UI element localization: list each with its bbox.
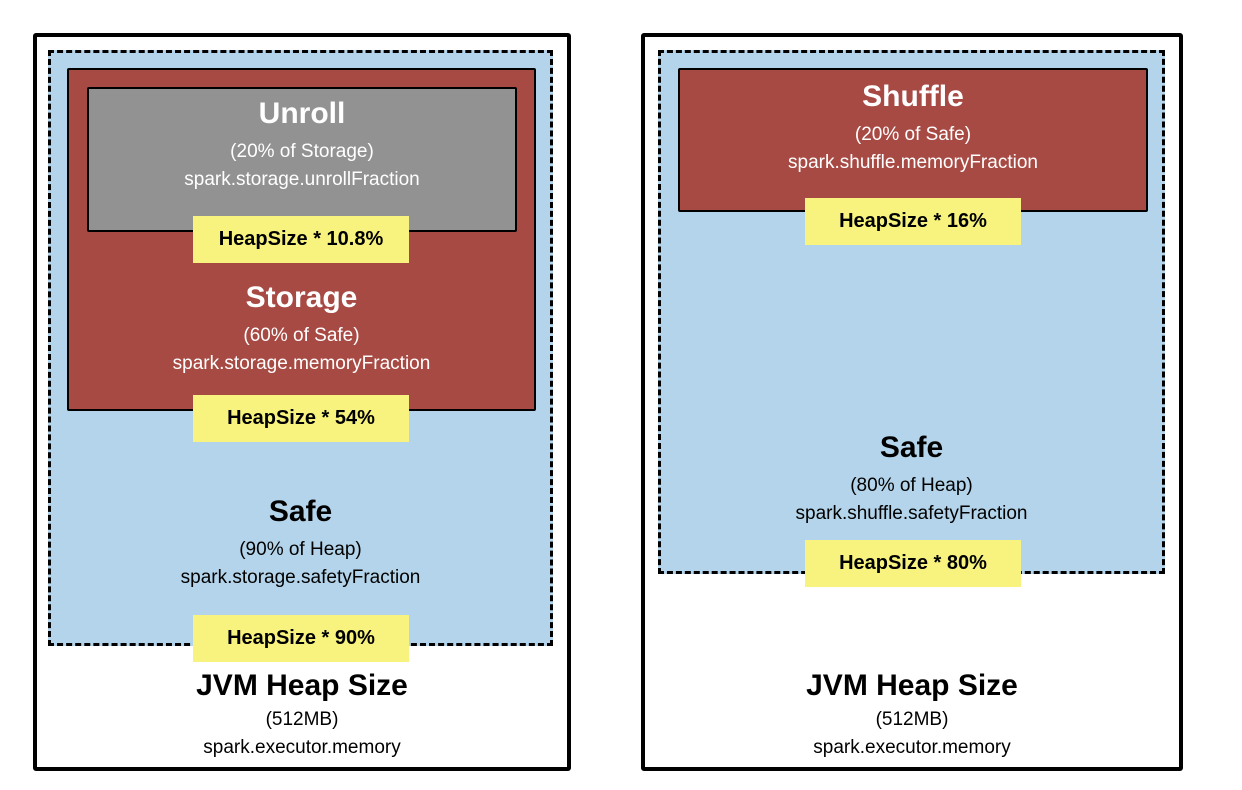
right-heap-text: JVM Heap Size (512MB) spark.executor.mem… bbox=[641, 668, 1183, 762]
safe-subtitle: (90% of Heap) bbox=[239, 539, 362, 560]
left-unroll-size-label: HeapSize * 10.8% bbox=[193, 216, 409, 263]
shuffle-property: spark.shuffle.memoryFraction bbox=[788, 152, 1038, 173]
storage-subtitle: (60% of Safe) bbox=[243, 325, 360, 346]
storage-title: Storage bbox=[245, 281, 358, 314]
safe-title: Safe bbox=[268, 495, 333, 528]
unroll-subtitle: (20% of Storage) bbox=[230, 141, 374, 162]
jvm-heap-title: JVM Heap Size bbox=[196, 669, 408, 702]
right-shuffle-size-label: HeapSize * 16% bbox=[805, 198, 1021, 245]
right-safe-size-label: HeapSize * 80% bbox=[805, 540, 1021, 587]
safe-property: spark.shuffle.safetyFraction bbox=[795, 503, 1028, 524]
unroll-title: Unroll bbox=[258, 97, 346, 130]
safe-title: Safe bbox=[879, 431, 944, 464]
jvm-heap-subtitle: (512MB) bbox=[875, 709, 949, 730]
right-shuffle-box bbox=[678, 68, 1148, 212]
right-safe-text: Safe (80% of Heap) spark.shuffle.safetyF… bbox=[658, 430, 1165, 528]
jvm-heap-property: spark.executor.memory bbox=[813, 737, 1011, 758]
safe-subtitle: (80% of Heap) bbox=[850, 475, 973, 496]
right-shuffle-text: Shuffle (20% of Safe) spark.shuffle.memo… bbox=[678, 79, 1148, 177]
jvm-heap-title: JVM Heap Size bbox=[806, 669, 1018, 702]
safe-property: spark.storage.safetyFraction bbox=[180, 567, 421, 588]
left-safe-text: Safe (90% of Heap) spark.storage.safetyF… bbox=[48, 494, 553, 592]
left-unroll-text: Unroll (20% of Storage) spark.storage.un… bbox=[87, 96, 517, 194]
left-safe-size-label: HeapSize * 90% bbox=[193, 615, 409, 662]
left-unroll-box bbox=[87, 87, 517, 232]
jvm-heap-property: spark.executor.memory bbox=[203, 737, 401, 758]
storage-property: spark.storage.memoryFraction bbox=[172, 353, 431, 374]
left-heap-text: JVM Heap Size (512MB) spark.executor.mem… bbox=[33, 668, 571, 762]
left-storage-size-label: HeapSize * 54% bbox=[193, 395, 409, 442]
unroll-property: spark.storage.unrollFraction bbox=[184, 169, 420, 190]
left-storage-text: Storage (60% of Safe) spark.storage.memo… bbox=[67, 280, 536, 378]
shuffle-title: Shuffle bbox=[862, 80, 964, 113]
shuffle-subtitle: (20% of Safe) bbox=[854, 124, 972, 145]
jvm-heap-subtitle: (512MB) bbox=[265, 709, 339, 730]
